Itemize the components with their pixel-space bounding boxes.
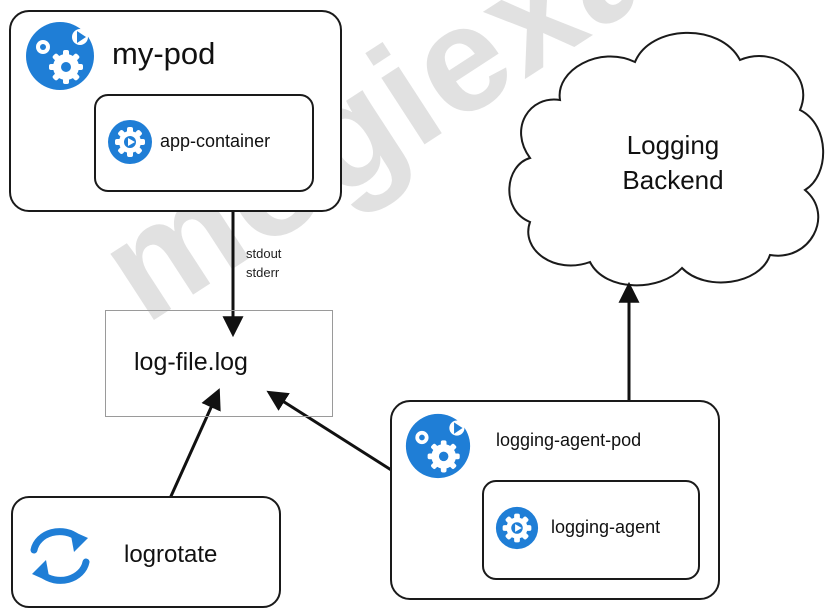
logging-agent-pod-title: logging-agent-pod	[496, 430, 642, 450]
logging-backend-cloud	[508, 31, 825, 287]
logging-agent-label: logging-agent	[551, 517, 661, 537]
pod-gears-play-icon	[22, 20, 98, 92]
agent-gear-play-icon	[494, 505, 540, 551]
logrotate-label: logrotate	[124, 541, 218, 568]
log-file-label: log-file.log	[134, 348, 248, 376]
backend-line2: Backend	[622, 165, 724, 195]
logging-backend-label: Logging Backend	[598, 128, 748, 198]
container-gear-play-icon	[106, 118, 154, 166]
stream-labels: stdout stderr	[246, 244, 281, 282]
logrotate-box	[11, 496, 281, 608]
rotate-arrows-icon	[24, 526, 96, 586]
stdout-label: stdout	[246, 246, 282, 261]
stderr-label: stderr	[246, 265, 280, 280]
my-pod-title: my-pod	[112, 36, 216, 71]
agent-pod-gears-play-icon	[402, 412, 474, 480]
backend-line1: Logging	[626, 130, 720, 160]
log-file-box	[105, 310, 333, 417]
app-container-label: app-container	[160, 131, 271, 151]
